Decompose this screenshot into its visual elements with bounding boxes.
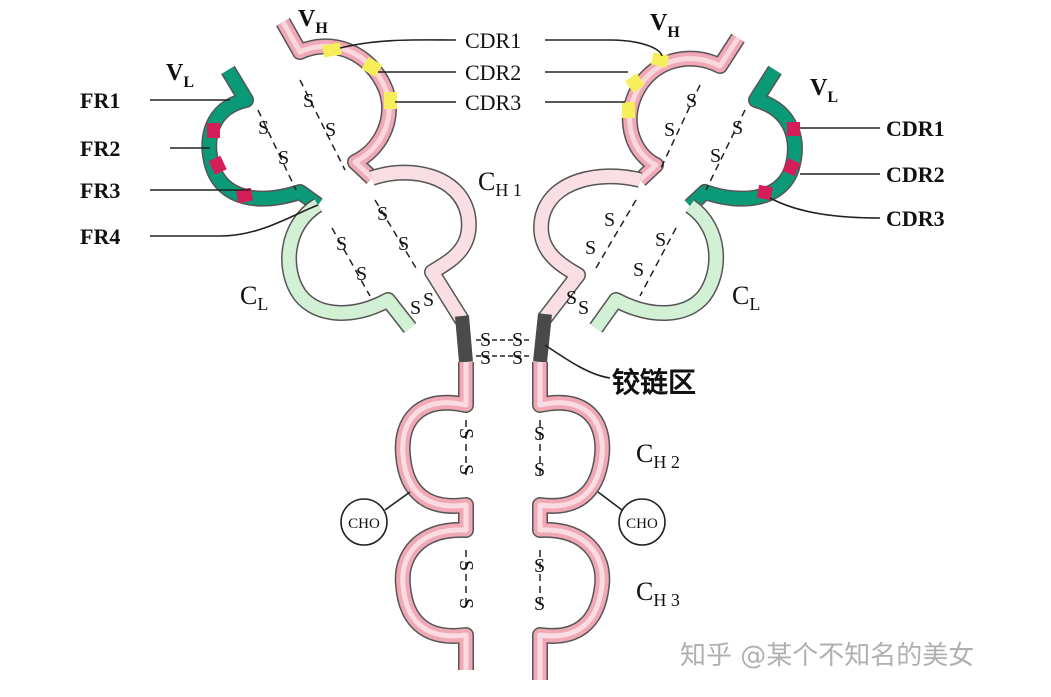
ss-right-cl-2: S [633,259,644,281]
right-vh-cdr2 [625,73,645,93]
ss-right-ch2-2: S [534,459,545,481]
ss-hinge-1a: S [480,329,491,351]
right-vl-cdr2 [782,158,801,177]
ss-right-vl-1: S [732,117,743,139]
ss-right-inter-1: S [566,287,577,309]
ss-right-vl-2: S [710,145,721,167]
ss-left-ch1-2: S [398,233,409,255]
fr4-label: FR4 [80,224,120,249]
ss-left-ch2-1: S [455,428,477,439]
center-cdr3-label: CDR3 [465,90,521,115]
ss-left-ch3-2: S [455,598,477,609]
right-vl-cdr3 [756,184,773,201]
ss-left-vh-2: S [325,119,336,141]
ss-right-ch2-1: S [534,423,545,445]
ss-right-inter-2: S [578,297,589,319]
ss-left-vl-2: S [278,147,289,169]
right-ch1-domain [534,169,642,322]
right-cdr2-label: CDR2 [886,162,945,187]
left-vh-cdr1 [322,42,342,58]
left-ch1-domain [369,166,476,324]
ss-hinge-2b: S [512,347,523,369]
left-vl-label: VL [166,60,194,91]
leader-lines [150,39,881,379]
right-cdr1-label: CDR1 [886,116,945,141]
left-cho-label: CHO [348,516,380,532]
left-vl-cdr2 [208,155,227,175]
right-vl-cdr1 [787,122,800,136]
ss-right-vh-1: S [686,90,697,112]
ss-right-ch1-2: S [585,237,596,259]
ch3-label: CH 3 [636,577,680,610]
hinge-label: 铰链区 [612,366,696,399]
right-light-chain [589,65,803,333]
ch1-label: CH 1 [478,167,522,200]
left-light-chain [201,65,417,333]
left-vh-label: VH [298,6,328,37]
ss-left-cl-2: S [356,263,367,285]
ss-left-vl-1: S [258,117,269,139]
left-heavy-chain [276,18,477,670]
fr2-label: FR2 [80,136,120,161]
left-hinge [455,315,473,363]
labels: VH VH VL VL CDR1 CDR2 CDR3 FR1 FR2 FR3 F… [80,6,974,671]
ss-right-ch3-2: S [534,593,545,615]
left-vh-cdr3 [384,92,397,109]
ss-right-ch1-1: S [604,209,615,231]
ss-left-ch2-2: S [455,464,477,475]
ss-right-vh-2: S [664,119,675,141]
right-carbohydrate: CHO [597,491,666,546]
left-cl-label: CL [240,281,268,314]
right-vh-cdr1 [650,52,670,68]
left-cl-domain [282,199,416,333]
ss-hinge-2a: S [480,347,491,369]
ss-left-inter-2: S [423,289,434,311]
ss-left-ch1-1: S [377,203,388,225]
left-vl-cdr1 [207,123,220,138]
right-cdr3-label: CDR3 [886,206,945,231]
ss-right-ch3-1: S [534,555,545,577]
ch2-label: CH 2 [636,439,680,472]
right-cl-label: CL [732,281,760,314]
left-fc [396,362,473,670]
ss-left-ch3-1: S [455,560,477,571]
fr3-label: FR3 [80,178,120,203]
right-cho-label: CHO [626,516,658,532]
right-vh-cdr3 [622,102,635,118]
disulfide-bonds: S S S S S S S S S S S S S S S S S S S S … [257,79,746,615]
right-vl-label: VL [810,75,838,106]
ss-left-cl-1: S [336,233,347,255]
center-cdr1-label: CDR1 [465,28,521,53]
center-cdr2-label: CDR2 [465,60,521,85]
ss-right-cl-1: S [655,229,666,251]
right-cl-domain [590,200,723,332]
left-vh-cdr2 [361,56,383,78]
ss-left-inter-1: S [410,297,421,319]
watermark: 知乎 @某个不知名的美女 [680,641,974,671]
ss-left-vh-1: S [303,90,314,112]
right-hinge [533,313,552,363]
fr1-label: FR1 [80,88,120,113]
right-heavy-chain [532,33,745,680]
left-carbohydrate: CHO [340,491,411,546]
ss-hinge-1b: S [512,329,523,351]
right-vh-label: VH [650,10,680,41]
left-vl-cdr3 [236,187,254,204]
